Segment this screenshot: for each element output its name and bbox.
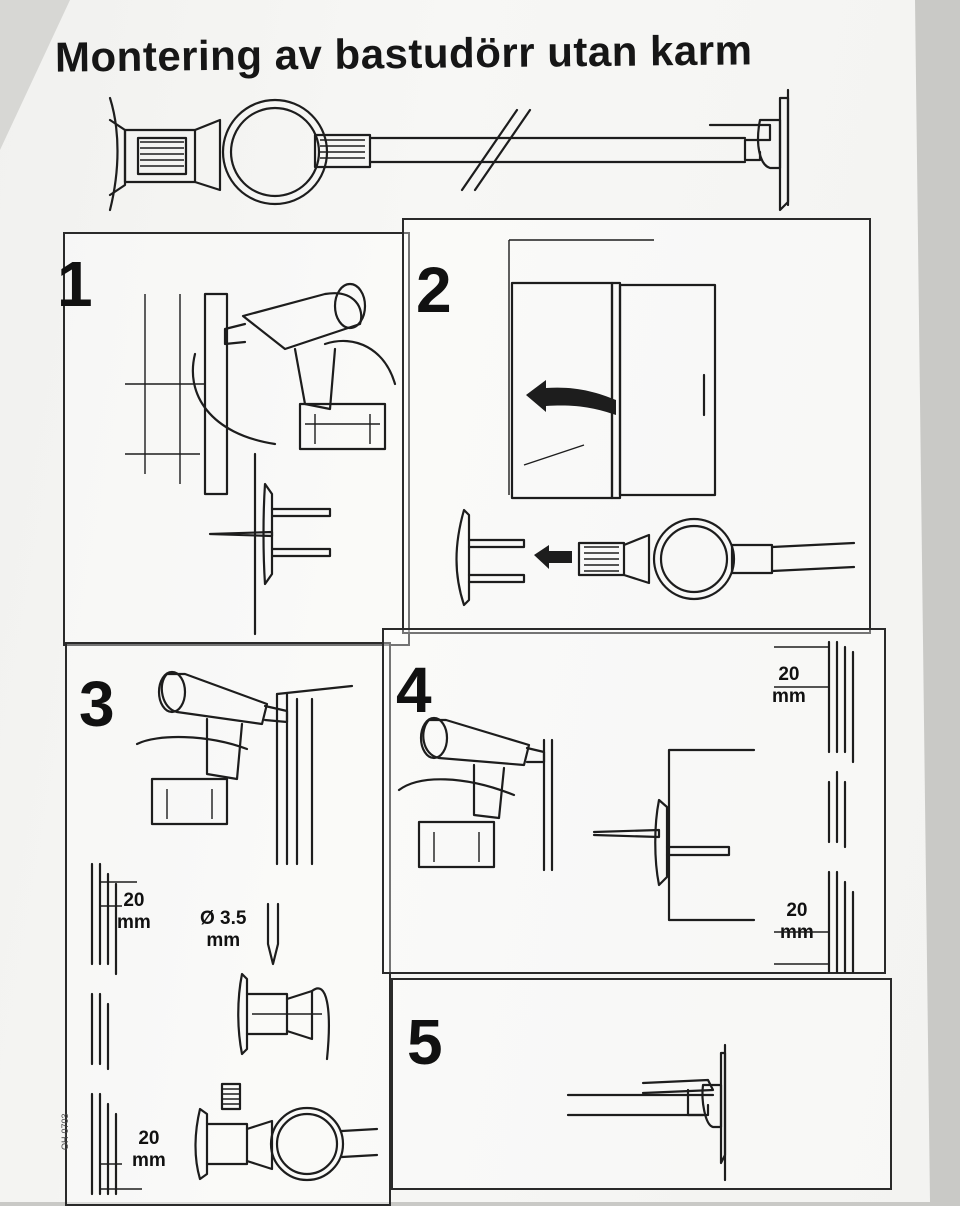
arrow-left-icon [526,380,616,415]
step-3-measure-top: 20 mm [117,890,151,933]
drill-icon [125,282,397,496]
step-4-measure-bottom: 20 mm [780,900,814,943]
wall-anchor-profile-icon [208,452,332,636]
step-1-panel: 1 [57,232,410,646]
step-2-number: 2 [416,254,452,326]
step-1-number: 1 [57,248,93,320]
document-code: OH-0703 [60,1113,70,1150]
door-profile-icon [237,972,330,1061]
step-3-number: 3 [79,668,115,740]
drill-icon [135,670,354,866]
step-5-number: 5 [407,1006,443,1078]
step-2-panel: 2 [402,218,871,634]
instruction-sheet [0,0,930,1202]
profile-marks-icon [774,640,855,974]
step-5-panel: 5 [391,978,892,1190]
page-title: Montering av bastudörr utan karm [54,26,753,81]
step-3-drill-size: Ø 3.5 mm [200,908,247,951]
drill-bit-icon [266,902,280,966]
screw-anchor-icon [592,748,756,922]
drill-icon [397,716,554,872]
step-3-panel: 3 20 mm Ø 3.5 mm 20 mm [65,642,391,1206]
step-4-measure-top: 20 mm [772,664,806,707]
overview-profile-illustration [108,88,790,212]
profile-marks-icon [90,862,142,1196]
profile-slide-illustration [455,508,856,607]
step-3-measure-bottom: 20 mm [132,1128,166,1171]
door-illustration [508,239,717,500]
door-profile-icon [566,1043,727,1182]
step-4-panel: 4 20 mm 20 mm [382,628,886,974]
step-4-number: 4 [396,654,432,726]
profile-connector-illustration [194,1082,379,1182]
